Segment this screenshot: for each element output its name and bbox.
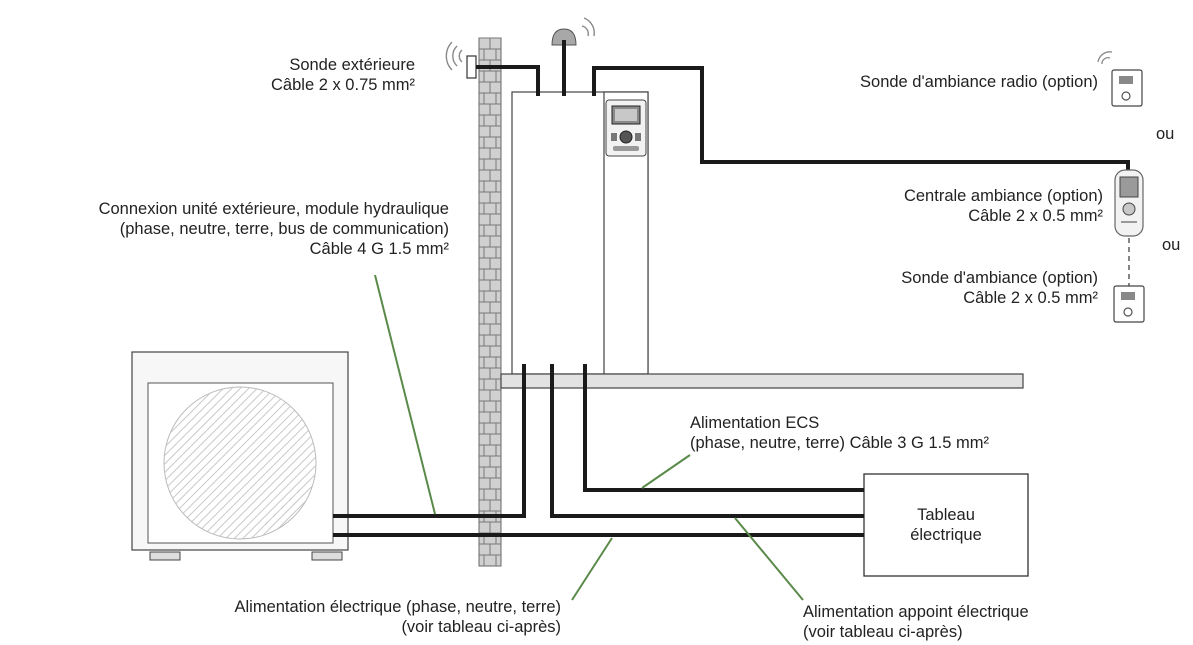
central-room-control-icon xyxy=(1114,169,1144,237)
outdoor-unit xyxy=(131,351,349,561)
ou-label-2: ou xyxy=(1162,236,1181,254)
electrical-panel xyxy=(863,473,1029,577)
centrale-ambiance-label: Centrale ambiance (option) Câble 2 x 0.5… xyxy=(903,187,1103,225)
radio-room-sensor-icon xyxy=(1097,51,1143,107)
room-sensor-icon xyxy=(1113,285,1145,323)
control-panel-icon xyxy=(605,99,647,157)
sonde-ambiance-radio-label: Sonde d'ambiance radio (option) xyxy=(860,73,1098,91)
leader-lines xyxy=(374,274,804,601)
outdoor-sensor-icon xyxy=(445,41,477,79)
antenna-icon xyxy=(551,17,595,46)
alimentation-ecs-label: Alimentation ECS (phase, neutre, terre) … xyxy=(690,414,989,452)
sonde-exterieure-label: Sonde extérieure Câble 2 x 0.75 mm² xyxy=(271,56,415,94)
brick-wall xyxy=(478,37,502,567)
floor-slab xyxy=(500,373,1024,389)
alimentation-electrique-label: Alimentation électrique (phase, neutre, … xyxy=(234,598,561,636)
cables xyxy=(333,40,1130,537)
connexion-unite-exterieure-label: Connexion unité extérieure, module hydra… xyxy=(98,200,449,258)
sonde-ambiance-label: Sonde d'ambiance (option) Câble 2 x 0.5 … xyxy=(901,269,1098,307)
ou-label-1: ou xyxy=(1156,125,1175,143)
hydraulic-module xyxy=(511,91,649,375)
tableau-electrique-label: Tableau électrique xyxy=(910,506,982,544)
alimentation-appoint-label: Alimentation appoint électrique (voir ta… xyxy=(803,603,1029,641)
